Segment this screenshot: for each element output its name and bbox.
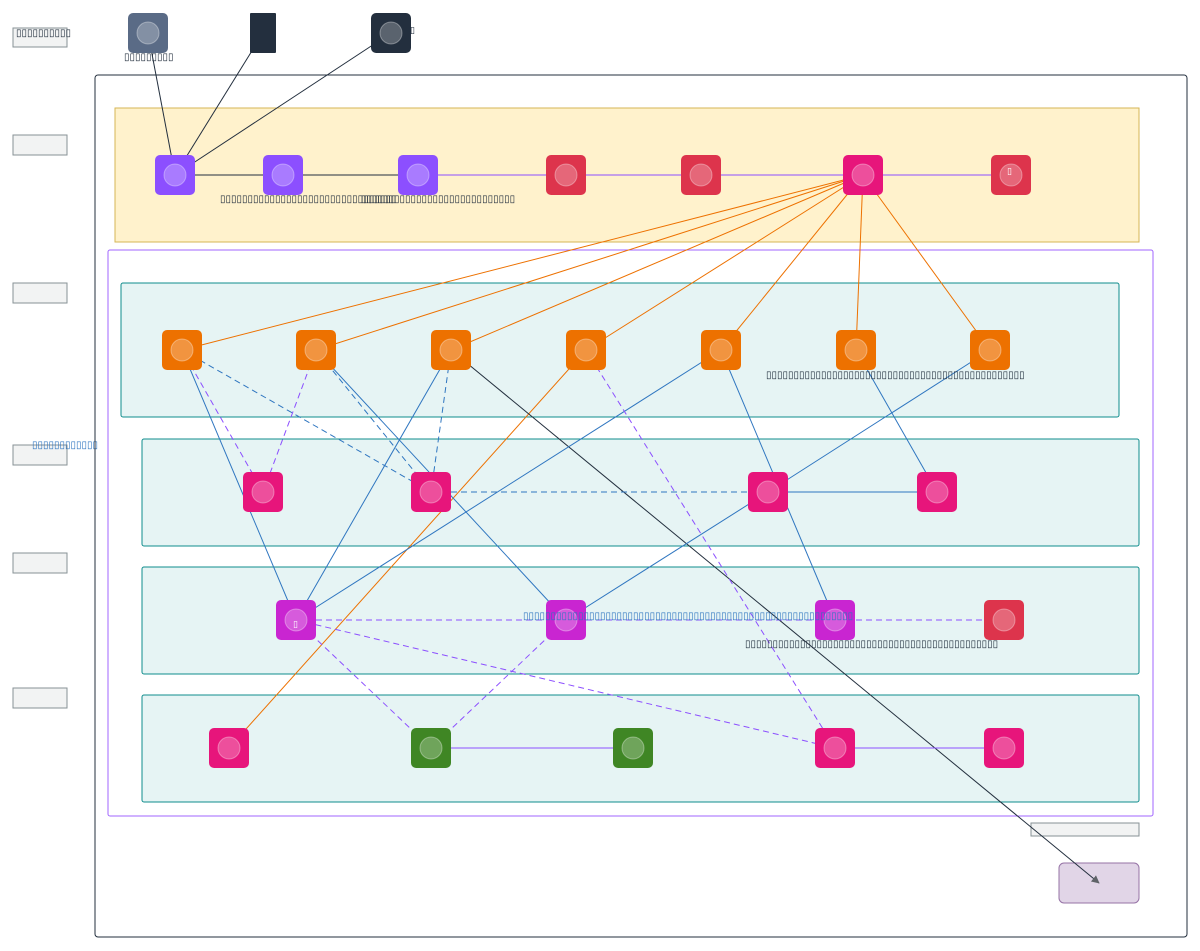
analytics-icon[interactable] (398, 155, 438, 195)
service-nodes (128, 13, 1031, 768)
connection-line (430, 619, 567, 749)
management-icon[interactable] (243, 472, 283, 512)
connection-line (262, 349, 318, 493)
analytics-icon[interactable] (263, 155, 303, 195)
connection-line (174, 32, 392, 176)
connection-line (315, 349, 432, 493)
external-actor-icon[interactable] (128, 13, 168, 53)
connection-line (181, 349, 264, 493)
connection-line (295, 619, 432, 749)
connection-line (720, 174, 864, 351)
left-label-text: ▯▯▯▯▯▯▯▯▯▯ (16, 28, 71, 39)
connection-line (565, 491, 769, 621)
database-icon[interactable] (276, 600, 316, 640)
edge-label-ingest-a: ▯▯▯▯▯▯▯▯▯▯▯▯▯▯▯▯▯▯▯▯▯▯▯▯▯▯▯▯▯▯▯▯ (220, 194, 396, 205)
compute-icon[interactable] (162, 330, 202, 370)
edge-label-ingest-b: ▯▯▯▯▯▯▯▯▯▯▯▯▯▯▯▯▯▯▯▯▯▯▯▯▯▯▯▯ (361, 194, 515, 205)
connection-line (450, 174, 864, 351)
subnet-compute (120, 282, 1120, 418)
management-icon[interactable] (984, 728, 1024, 768)
side-group-label: ▯▯▯▯▯▯▯▯▯▯▯▯ (32, 440, 98, 451)
compute-icon[interactable] (296, 330, 336, 370)
security-icon[interactable] (991, 155, 1031, 195)
compute-icon[interactable] (701, 330, 741, 370)
vpc-group (107, 249, 1154, 817)
connection-line (174, 32, 264, 176)
database-icon[interactable] (546, 600, 586, 640)
connection-line (181, 172, 864, 351)
left-label-box (12, 552, 68, 574)
connection-line (852, 174, 864, 351)
glyph-label: ▯ (410, 26, 415, 36)
connection-line (585, 174, 864, 351)
analytics-icon[interactable] (155, 155, 195, 195)
left-label-box (12, 687, 68, 709)
compute-icon[interactable] (431, 330, 471, 370)
external-device-icon[interactable] (250, 13, 276, 53)
security-icon[interactable] (681, 155, 721, 195)
management-icon[interactable] (815, 728, 855, 768)
glyph-label: ▯ (293, 620, 298, 630)
management-hub-icon[interactable] (843, 155, 883, 195)
compute-icon[interactable] (836, 330, 876, 370)
connection-line (295, 349, 452, 621)
connection-line (767, 349, 991, 493)
management-icon[interactable] (209, 728, 249, 768)
management-icon[interactable] (748, 472, 788, 512)
database-icon[interactable] (815, 600, 855, 640)
connection-line (855, 349, 938, 493)
cloud-frame (94, 74, 1188, 938)
connection-line (450, 349, 1100, 884)
storage-icon[interactable] (613, 728, 653, 768)
security-icon[interactable] (984, 600, 1024, 640)
edge-labels: ▯▯▯▯▯▯▯▯▯ ▯▯▯▯▯▯▯▯▯▯▯▯▯▯▯▯▯▯▯▯▯▯▯▯▯▯▯▯▯▯… (124, 26, 1025, 650)
connection-line (585, 349, 836, 749)
connections (147, 32, 1100, 884)
storage-icon[interactable] (411, 728, 451, 768)
management-icon[interactable] (411, 472, 451, 512)
connection-line (862, 174, 991, 351)
left-label-box (12, 444, 68, 466)
edge-label-compute-note: ▯▯▯▯▯▯▯▯▯▯▯▯▯▯▯▯▯▯▯▯▯▯▯▯▯▯▯▯▯▯▯▯▯▯▯▯▯▯▯▯… (766, 370, 1025, 381)
edge-label-db-note: ▯▯▯▯▯▯▯▯▯▯▯▯▯▯▯▯▯▯▯▯▯▯▯▯▯▯▯▯▯▯▯▯▯▯▯▯▯▯▯▯… (745, 639, 998, 650)
left-label-box (12, 134, 68, 156)
connection-line (181, 349, 297, 621)
external-client-icon[interactable] (371, 13, 411, 53)
glyph-label: ▯ (1007, 167, 1012, 177)
compute-icon[interactable] (566, 330, 606, 370)
management-icon[interactable] (917, 472, 957, 512)
connection-line (295, 349, 722, 621)
subnet-mgmt (141, 438, 1140, 547)
connection-line (430, 349, 454, 493)
edge-label-lambda-note: ▯▯▯▯▯▯▯▯▯▯▯▯▯▯▯▯▯▯▯▯▯▯▯▯▯▯▯▯▯▯▯▯▯▯▯▯▯▯▯▯… (523, 611, 853, 622)
connection-line (295, 619, 836, 751)
compute-icon[interactable] (970, 330, 1010, 370)
security-icon[interactable] (546, 155, 586, 195)
connection-line (181, 349, 432, 493)
left-label-box (12, 282, 68, 304)
legend-placeholder (1030, 822, 1140, 837)
connection-line (315, 173, 864, 351)
connection-line (147, 32, 178, 176)
external-actor-caption: ▯▯▯▯▯▯▯▯▯ (124, 52, 174, 63)
left-label-column: ▯▯▯▯▯▯▯▯▯▯ ▯▯▯▯▯▯▯▯▯▯▯▯ (12, 27, 98, 709)
left-label-box (12, 27, 68, 48)
